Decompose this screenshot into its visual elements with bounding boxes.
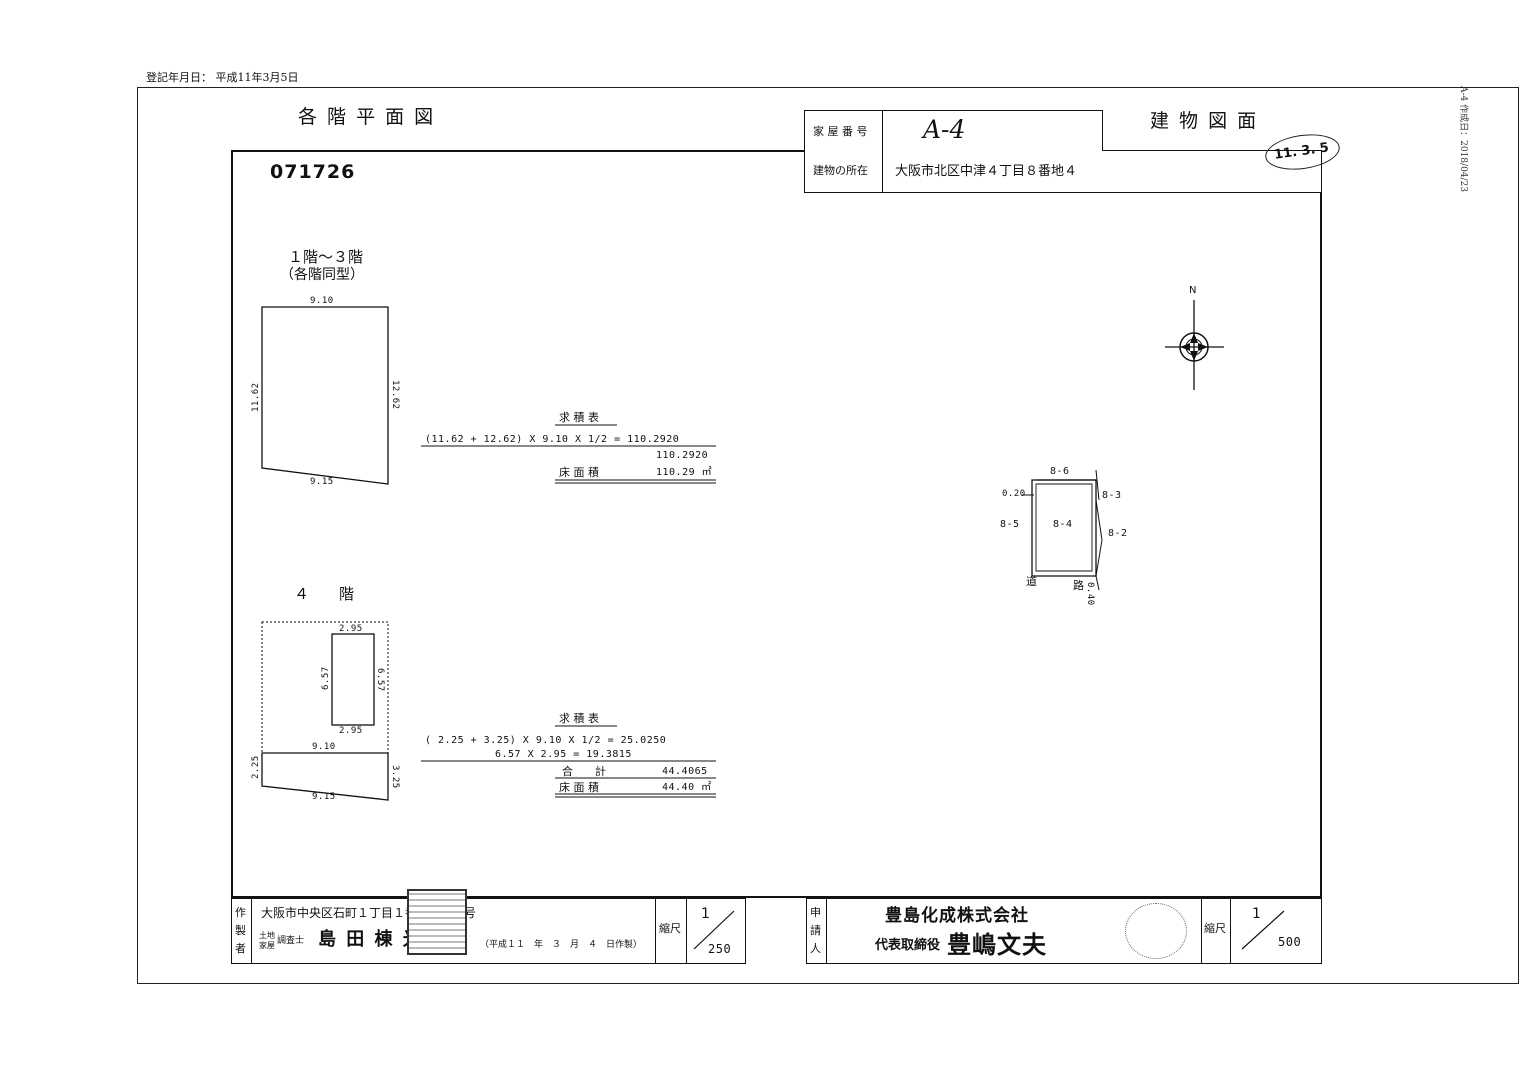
calc1-title: 求 積 表 [559, 411, 599, 424]
representative-title: 代表取締役 [875, 938, 941, 953]
lot-right-top-label: 8-3 [1102, 490, 1122, 501]
calc1-area-value: 110.29 ㎡ [656, 467, 713, 478]
calc2-sum-value: 44.4065 [662, 766, 708, 777]
location-value: 大阪市北区中津４丁目８番地４ [895, 164, 1078, 179]
creator-box: 作 製 者 大阪市中央区石町１丁目１番１－202号 土地 家屋 調査士 島 田 … [231, 889, 686, 964]
floor-4-dim-mid: 9.10 [312, 742, 336, 752]
registration-date: 登記年月日： 平成11年3月5日 [146, 71, 299, 84]
offset-top-label: 0.20 [1002, 489, 1026, 499]
scale-slash-right [1241, 910, 1285, 950]
floor-4-dim-left: 2.25 [251, 755, 261, 779]
calc1-line2: 110.2920 [656, 450, 709, 461]
surveyor-seal [407, 889, 467, 955]
scale-box-left: 縮尺 1 250 [655, 898, 746, 964]
lot-center-label: 8-4 [1053, 519, 1073, 530]
applicant-role-1: 申 [810, 906, 821, 919]
applicant-role-3: 人 [810, 942, 821, 955]
license-suffix: 調査士 [277, 936, 305, 946]
floor-4-dim-right: 3.25 [390, 765, 400, 789]
floor-1-3-dim-top: 9.10 [310, 296, 334, 306]
calc2-area-value: 44.40 ㎡ [662, 782, 712, 793]
floor-4-rect-dim-left: 6.57 [321, 666, 331, 690]
scale-num-left: 1 [701, 906, 710, 922]
floor-1-3-dim-bottom: 9.15 [310, 477, 334, 487]
outer-frame [137, 87, 1519, 984]
north-label: N [1189, 285, 1197, 296]
applicant-role-2: 請 [810, 924, 821, 937]
creator-role-3: 者 [235, 942, 246, 955]
representative-name: 豊嶋文夫 [947, 930, 1047, 959]
floor-4-rect-dim-bottom: 2.95 [339, 726, 363, 736]
north-arrow-icon [1165, 300, 1224, 390]
building-drawing-title: 建 物 図 面 [1150, 110, 1259, 132]
location-box: 建物の所在 大阪市北区中津４丁目８番地４ [804, 151, 1322, 193]
calc1-area-label: 床 面 積 [559, 466, 599, 479]
offset-bottom-label: 0.40 [1085, 582, 1095, 606]
floor-4-rect-dim-right: 6.57 [375, 668, 385, 692]
document-number: 071726 [270, 161, 356, 183]
floor-4-inner-rect [331, 633, 375, 726]
created-date: （平成１１ 年 ３ 月 ４ 日作製） [480, 940, 643, 950]
calc1-line1: (11.62 + 12.62) X 9.10 X 1/2 = 110.2920 [425, 434, 680, 445]
company-seal [1125, 903, 1187, 959]
creator-role-2: 製 [235, 924, 246, 937]
scale-num-right: 1 [1252, 906, 1261, 922]
location-label: 建物の所在 [813, 164, 868, 177]
scale-den-right: 500 [1278, 935, 1302, 949]
calc2-line2: 6.57 X 2.95 = 19.3815 [495, 749, 632, 760]
floor-4-title: ４ 階 [294, 585, 355, 603]
drawing-frame [231, 150, 1322, 898]
house-number-label: 家 屋 番 号 [813, 125, 868, 138]
floor-1-3-dim-right: 12.62 [390, 380, 400, 410]
license-line-1: 土地 [259, 931, 275, 940]
road-label-right: 路 [1073, 579, 1084, 592]
applicant-box: 申 請 人 豊島化成株式会社 代表取締役 豊嶋文夫 [806, 898, 1202, 964]
floor-1-3-title: １階～３階 [288, 248, 364, 266]
scale-slash-left [693, 910, 735, 950]
calc2-line1: ( 2.25 + 3.25) X 9.10 X 1/2 = 25.0250 [425, 735, 667, 746]
house-number-value: A-4 [923, 115, 966, 144]
calc2-sum-label: 合 計 [562, 765, 606, 778]
applicant-company: 豊島化成株式会社 [885, 906, 1029, 926]
scale-label-left: 縮尺 [659, 922, 681, 935]
scale-label-right: 縮尺 [1204, 922, 1226, 935]
lot-left-label: 8-5 [1000, 519, 1020, 530]
floor-4-dim-bottom: 9.15 [312, 792, 336, 802]
site-plan-drawing [1022, 469, 1103, 591]
surveyor-name: 島 田 棟 光 [318, 929, 423, 950]
license-line-2: 家屋 [259, 941, 275, 950]
road-label-left: 道 [1026, 575, 1037, 588]
lot-top-label: 8-6 [1050, 466, 1070, 477]
floor-1-3-outline [261, 306, 389, 485]
creator-role-1: 作 [235, 906, 246, 919]
floor-4-rect-dim-top: 2.95 [339, 624, 363, 634]
calc2-title: 求 積 表 [559, 712, 599, 725]
lot-right-label: 8-2 [1108, 528, 1128, 539]
house-number-box: 家 屋 番 号 A-4 [804, 110, 1103, 152]
scale-den-left: 250 [708, 942, 732, 956]
floor-1-3-dim-left: 11.62 [251, 382, 261, 412]
calc2-area-label: 床 面 積 [559, 781, 599, 794]
floor-1-3-subtitle: （各階同型） [280, 267, 364, 283]
floor-plans-title: 各 階 平 面 図 [298, 106, 436, 128]
scale-box-right: 縮尺 1 500 [1201, 898, 1322, 964]
floor-4-lower-outline [261, 752, 389, 801]
